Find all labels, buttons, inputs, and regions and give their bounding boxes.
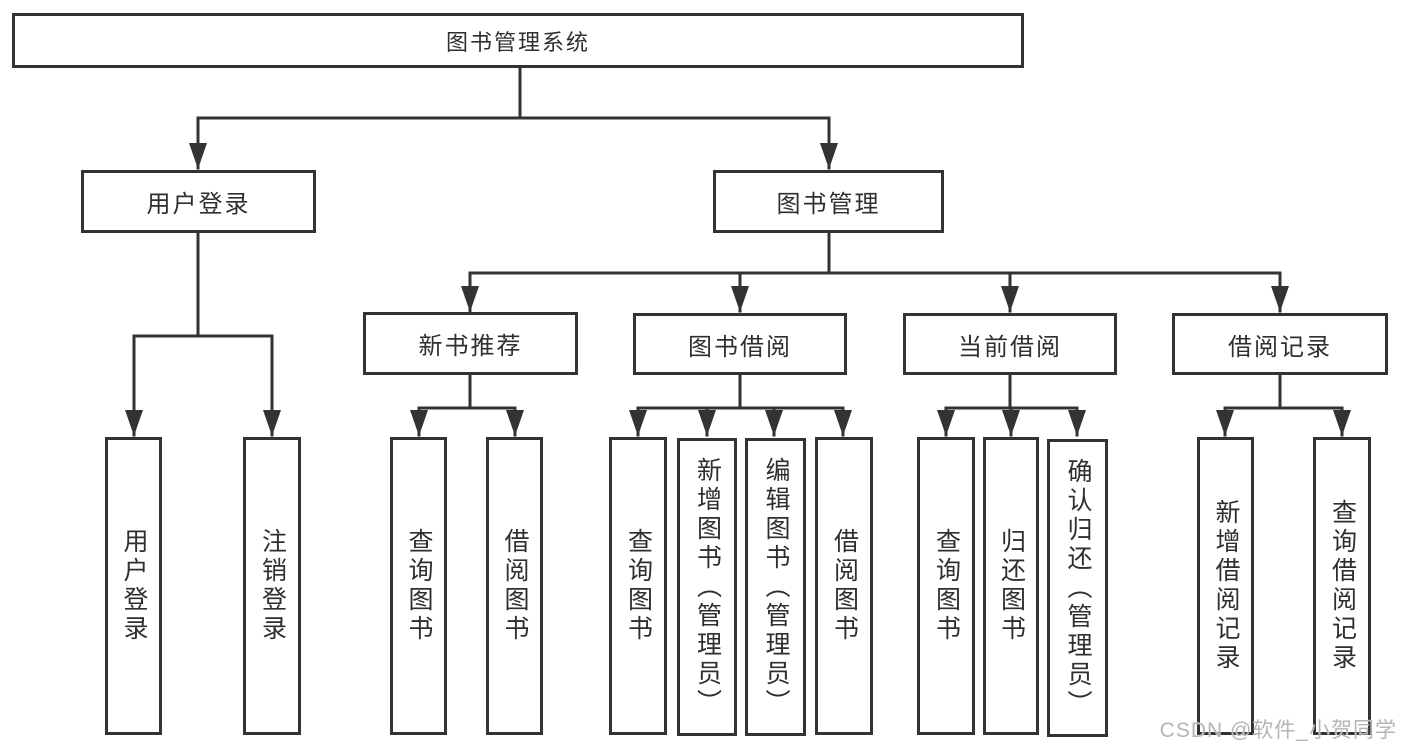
node-query-books-recommend: 查询图书 — [390, 437, 447, 735]
node-book-management: 图书管理 — [713, 170, 944, 233]
node-current-borrow: 当前借阅 — [903, 313, 1117, 375]
node-query-borrow-record: 查询借阅记录 — [1313, 437, 1371, 735]
node-label: 归还图书 — [997, 528, 1026, 644]
csdn-watermark: CSDN @软件_小贺同学 — [1159, 719, 1397, 742]
node-user-login-group: 用户登录 — [81, 170, 316, 233]
node-new-book-recommend: 新书推荐 — [363, 312, 578, 375]
node-label: 新增借阅记录 — [1212, 499, 1240, 673]
node-label: 注销登录 — [258, 528, 287, 644]
node-book-borrow: 图书借阅 — [633, 313, 847, 375]
node-query-books-current: 查询图书 — [917, 437, 975, 735]
node-label: 图书管理 — [776, 191, 881, 218]
node-add-borrow-record: 新增借阅记录 — [1197, 437, 1254, 735]
node-label: 新书推荐 — [418, 333, 523, 360]
node-confirm-return-admin: 确认归还（管理员） — [1047, 439, 1108, 737]
node-root-label: 图书管理系统 — [445, 29, 590, 55]
node-label: 用户登录 — [146, 191, 251, 218]
node-borrow-records: 借阅记录 — [1172, 313, 1388, 375]
node-label: 图书借阅 — [688, 333, 792, 361]
node-label: 查询借阅记录 — [1328, 499, 1357, 673]
node-label: 借阅图书 — [830, 528, 859, 644]
node-user-login: 用户登录 — [105, 437, 162, 735]
node-label: 当前借阅 — [958, 333, 1062, 361]
node-add-book-admin: 新增图书（管理员） — [677, 438, 737, 736]
node-return-books: 归还图书 — [983, 437, 1039, 735]
node-label: 查询图书 — [624, 528, 653, 644]
node-label: 新增图书（管理员） — [693, 456, 722, 718]
node-label: 借阅图书 — [501, 528, 529, 644]
node-edit-book-admin: 编辑图书（管理员） — [745, 438, 806, 736]
node-label: 确认归还（管理员） — [1064, 457, 1092, 719]
node-label: 用户登录 — [120, 528, 148, 644]
node-label: 借阅记录 — [1228, 333, 1332, 361]
node-borrow-books-borrow: 借阅图书 — [815, 437, 873, 735]
node-logout-login: 注销登录 — [243, 437, 301, 735]
node-borrow-books-recommend: 借阅图书 — [486, 437, 543, 735]
node-label: 编辑图书（管理员） — [762, 456, 790, 718]
node-root: 图书管理系统 — [12, 13, 1024, 68]
node-label: 查询图书 — [932, 528, 961, 644]
node-label: 查询图书 — [405, 528, 433, 644]
node-query-books-borrow: 查询图书 — [609, 437, 667, 735]
